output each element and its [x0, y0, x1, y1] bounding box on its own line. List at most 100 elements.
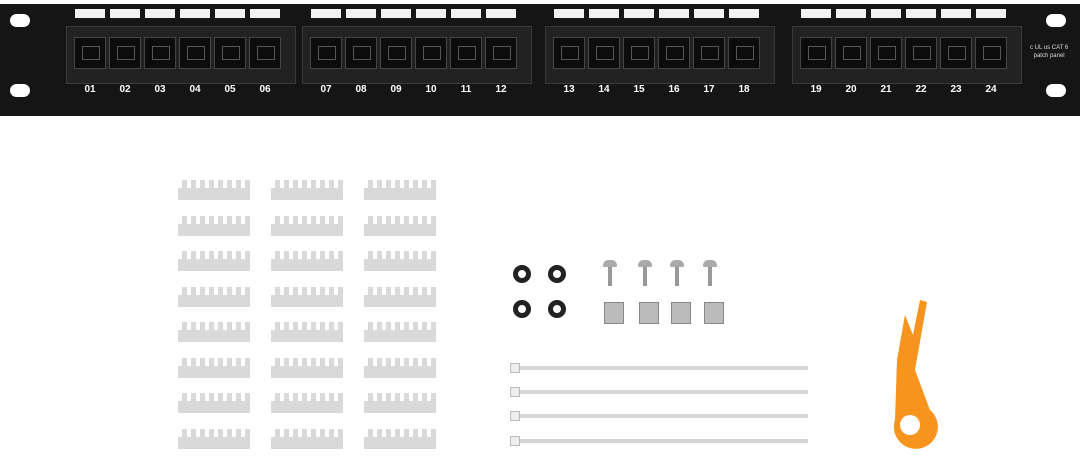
port-number: 22 — [915, 84, 927, 95]
rj45-port — [940, 37, 972, 69]
logo-mark: c UL us — [1030, 45, 1051, 51]
wire-cap-comb — [271, 428, 343, 449]
label-tab — [941, 9, 971, 18]
cage-nut — [671, 302, 691, 324]
wire-cap-comb — [271, 286, 343, 307]
cable-tie — [510, 411, 808, 421]
label-tab — [346, 9, 376, 18]
rj45-port — [415, 37, 447, 69]
rj45-port — [450, 37, 482, 69]
rubber-washer — [548, 265, 566, 283]
label-tab — [75, 9, 105, 18]
wire-cap-comb — [178, 286, 250, 307]
port-number: 08 — [355, 84, 367, 95]
wire-cap-comb — [271, 357, 343, 378]
rj45-port — [485, 37, 517, 69]
wire-cap-comb — [271, 215, 343, 236]
label-tab — [145, 9, 175, 18]
label-tab — [694, 9, 724, 18]
label-tab — [451, 9, 481, 18]
wire-cap-comb — [364, 180, 436, 200]
label-tab — [836, 9, 866, 18]
port-number: 06 — [259, 84, 271, 95]
wire-cap-comb — [271, 180, 343, 200]
rj45-port — [905, 37, 937, 69]
port-number: 14 — [598, 84, 610, 95]
port-number: 07 — [320, 84, 332, 95]
label-tab — [381, 9, 411, 18]
wire-cap-comb — [178, 215, 250, 236]
wire-cap-comb — [271, 251, 343, 271]
rubber-washer — [513, 300, 531, 318]
label-tab — [180, 9, 210, 18]
label-tab — [416, 9, 446, 18]
port-number: 04 — [189, 84, 201, 95]
wire-cap-comb — [364, 251, 436, 271]
port-group — [792, 26, 1022, 84]
port-number: 23 — [950, 84, 962, 95]
label-tab — [871, 9, 901, 18]
wire-cap-comb — [271, 393, 343, 413]
rj45-port — [623, 37, 655, 69]
wire-cap-comb — [364, 428, 436, 449]
rubber-washer — [513, 265, 531, 283]
rj45-port — [588, 37, 620, 69]
mount-screw — [603, 260, 617, 286]
rj45-port — [975, 37, 1007, 69]
wire-cap-comb — [178, 357, 250, 378]
logo-rating: CAT 6 — [1051, 45, 1069, 51]
cage-nut — [604, 302, 624, 324]
rj45-port — [249, 37, 281, 69]
mount-screw — [703, 260, 717, 286]
port-number: 15 — [633, 84, 645, 95]
rubber-washer — [548, 300, 566, 318]
label-tab — [554, 9, 584, 18]
wire-cap-comb — [178, 251, 250, 271]
rj45-port — [553, 37, 585, 69]
port-number: 01 — [84, 84, 96, 95]
port-number: 17 — [703, 84, 715, 95]
port-number: 19 — [810, 84, 822, 95]
rj45-port — [74, 37, 106, 69]
rj45-port — [179, 37, 211, 69]
port-number: 16 — [668, 84, 680, 95]
cable-tie — [510, 387, 808, 397]
port-number: 13 — [563, 84, 575, 95]
mount-hole — [1046, 14, 1066, 27]
rj45-port — [380, 37, 412, 69]
wire-cap-comb — [178, 322, 250, 342]
rj45-port — [310, 37, 342, 69]
rj45-port — [693, 37, 725, 69]
rj45-port — [109, 37, 141, 69]
rj45-port — [870, 37, 902, 69]
port-number: 10 — [425, 84, 437, 95]
label-tab — [906, 9, 936, 18]
rj45-port — [728, 37, 760, 69]
cable-tie — [510, 363, 808, 373]
label-tab — [624, 9, 654, 18]
rj45-port — [658, 37, 690, 69]
ul-logo: c UL us CAT 6 patch panel — [1030, 44, 1068, 60]
rj45-port — [800, 37, 832, 69]
cage-nut — [704, 302, 724, 324]
logo-caption: patch panel — [1033, 53, 1065, 59]
wire-cap-comb — [364, 215, 436, 236]
wire-cap-comb — [364, 393, 436, 413]
wire-cap-comb — [178, 393, 250, 413]
mount-hole — [1046, 84, 1066, 97]
port-group — [545, 26, 775, 84]
punch-down-tool — [893, 300, 938, 449]
label-tab — [250, 9, 280, 18]
cable-tie — [510, 436, 808, 446]
label-tab — [801, 9, 831, 18]
label-tab — [976, 9, 1006, 18]
port-number: 09 — [390, 84, 402, 95]
port-number: 20 — [845, 84, 857, 95]
rj45-port — [835, 37, 867, 69]
mount-screw — [638, 260, 652, 286]
port-number: 03 — [154, 84, 166, 95]
label-tab — [659, 9, 689, 18]
rj45-port — [345, 37, 377, 69]
cage-nut — [639, 302, 659, 324]
port-number: 21 — [880, 84, 892, 95]
